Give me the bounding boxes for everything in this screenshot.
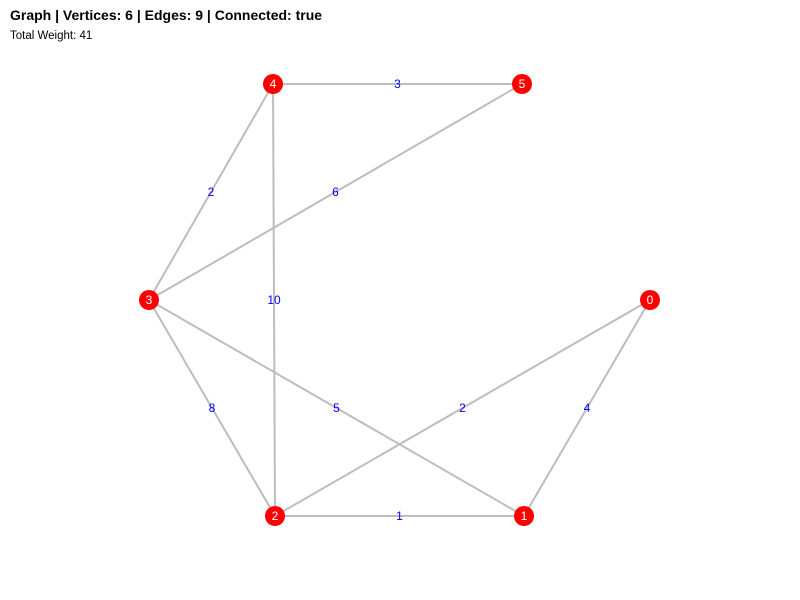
vertex-circle (512, 74, 532, 94)
edge-weight-3-1: 5 (333, 401, 340, 415)
edge-weight-4-2: 10 (267, 293, 281, 307)
graph-title: Graph | Vertices: 6 | Edges: 9 | Connect… (10, 7, 323, 23)
edge-weight-0-2: 2 (459, 401, 466, 415)
edge-weight-5-3: 6 (332, 185, 339, 199)
edge-5-3 (148, 83, 523, 301)
edge-3-2 (148, 299, 276, 517)
edge-3-1 (148, 299, 525, 517)
vertex-label: 4 (270, 77, 277, 91)
edge-4-3 (148, 83, 274, 301)
vertex-label: 0 (647, 293, 654, 307)
edge-0-2 (274, 299, 651, 517)
vertex-3: 3 (139, 290, 159, 310)
edges-layer (148, 83, 651, 517)
vertex-2: 2 (265, 506, 285, 526)
edge-weight-4-3: 2 (208, 185, 215, 199)
vertex-4: 4 (263, 74, 283, 94)
vertex-circle (265, 506, 285, 526)
edge-weight-0-1: 4 (584, 401, 591, 415)
vertex-circle (514, 506, 534, 526)
edge-weight-3-2: 8 (209, 401, 216, 415)
vertex-circle (640, 290, 660, 310)
vertex-circle (263, 74, 283, 94)
vertex-label: 2 (272, 509, 279, 523)
edge-0-1 (523, 299, 651, 517)
vertex-label: 1 (521, 509, 528, 523)
edge-weight-4-5: 3 (394, 77, 401, 91)
vertex-label: 5 (519, 77, 526, 91)
edge-4-2 (272, 83, 276, 517)
vertices-layer: 0 1 2 3 4 5 (139, 74, 660, 526)
vertex-circle (139, 290, 159, 310)
edge-weights-layer: 3 2 6 10 8 5 2 4 1 (208, 77, 591, 523)
vertex-0: 0 (640, 290, 660, 310)
edge-weight-2-1: 1 (396, 509, 403, 523)
vertex-1: 1 (514, 506, 534, 526)
total-weight-label: Total Weight: 41 (10, 30, 93, 42)
vertex-label: 3 (146, 293, 153, 307)
vertex-5: 5 (512, 74, 532, 94)
